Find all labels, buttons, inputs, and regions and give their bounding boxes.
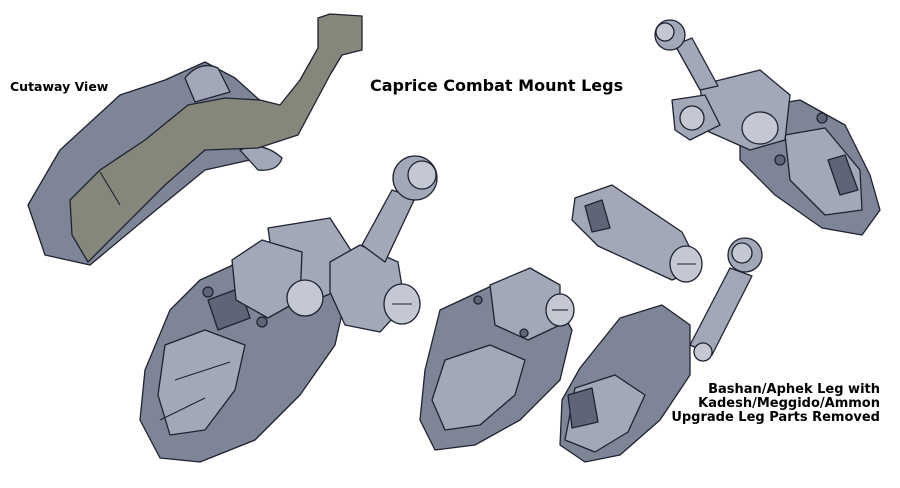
diagram-title: Caprice Combat Mount Legs (370, 76, 624, 95)
large-leg-assembly (139, 155, 438, 463)
caption-line-2: Kadesh/Meggido/Ammon (698, 396, 880, 412)
loose-upper-part (571, 184, 703, 283)
caption-line-1: Bashan/Aphek Leg with (708, 382, 880, 397)
lower-leg-assembly (559, 237, 763, 463)
small-leg-assembly (654, 19, 881, 236)
cutaway-view-label: Cutaway View (10, 79, 109, 94)
caption-line-3: Upgrade Leg Parts Removed (671, 410, 880, 426)
parts-caption: Bashan/Aphek Leg with Kadesh/Meggido/Amm… (671, 382, 880, 426)
cutaway-view (27, 13, 363, 266)
medium-leg-assembly (419, 267, 575, 451)
